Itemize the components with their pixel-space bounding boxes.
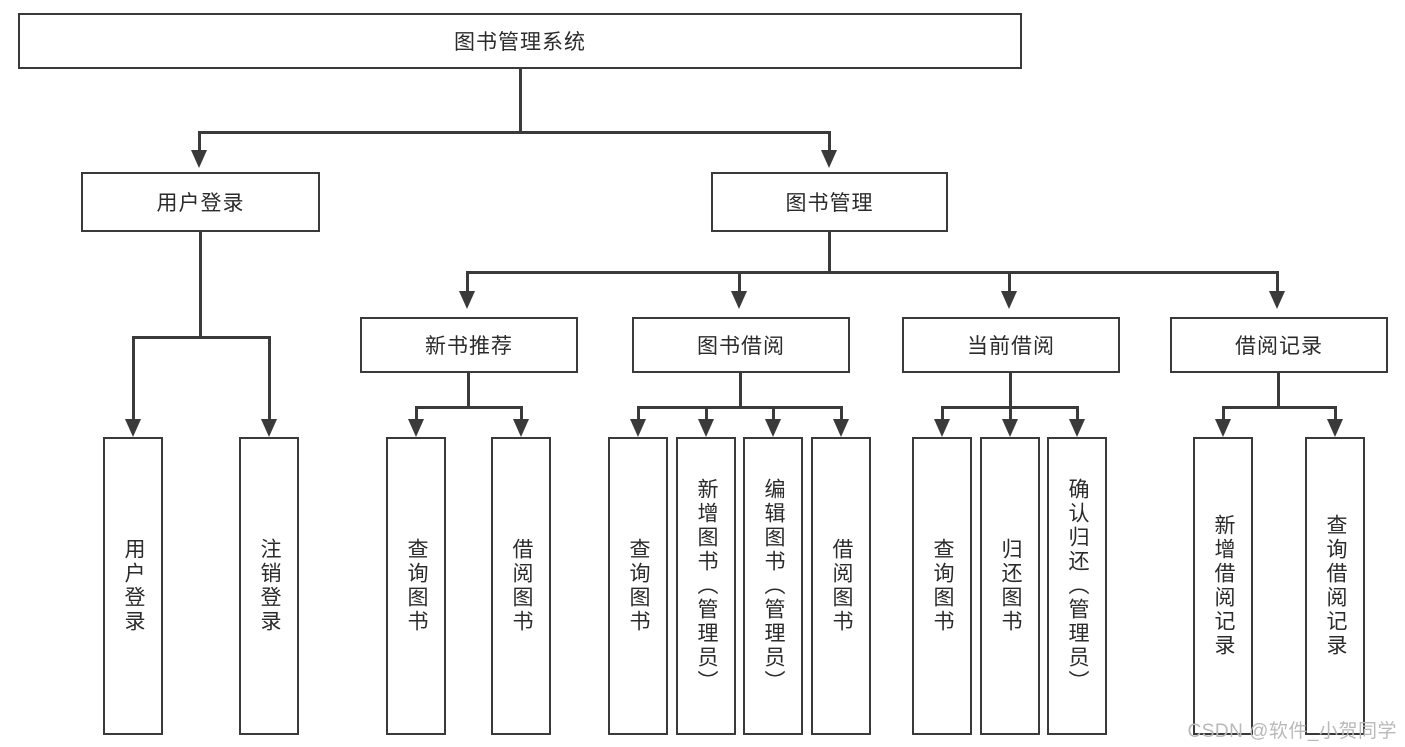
node-label: 用户登录	[122, 538, 146, 634]
arrowhead-to-user-login	[191, 150, 207, 168]
arrowhead-to-book-management	[821, 150, 837, 168]
connector-new-book-stem	[467, 373, 470, 407]
connector-bm-to-new-book	[466, 271, 469, 293]
connector-bm-to-book-borrow	[738, 271, 741, 293]
leaf-user-login-logout[interactable]: 注销登录	[239, 437, 299, 735]
arrowhead-user-login-leaf-2	[261, 419, 277, 437]
node-root-book-management-system[interactable]: 图书管理系统	[18, 13, 1022, 69]
leaf-new-book-query-book[interactable]: 查询图书	[386, 437, 446, 735]
connector-br-to-leaf-2	[1334, 406, 1337, 421]
connector-borrow-record-split-bar	[1222, 406, 1334, 409]
node-borrow-record[interactable]: 借阅记录	[1170, 317, 1388, 373]
connector-user-login-to-leaf-2	[268, 336, 271, 421]
arrowhead-bb-leaf-3	[765, 419, 781, 437]
arrowhead-cb-leaf-1	[934, 419, 950, 437]
arrowhead-bb-leaf-2	[698, 419, 714, 437]
arrowhead-user-login-leaf-1	[125, 419, 141, 437]
leaf-borrow-record-query-record[interactable]: 查询借阅记录	[1305, 437, 1365, 735]
connector-bb-to-leaf-4	[840, 406, 843, 421]
node-label: 新增借阅记录	[1212, 514, 1236, 658]
connector-book-borrow-split-bar	[637, 406, 841, 409]
leaf-current-borrow-return-book[interactable]: 归还图书	[980, 437, 1040, 735]
connector-cb-to-leaf-3	[1076, 406, 1079, 421]
arrowhead-br-leaf-1	[1215, 419, 1231, 437]
leaf-book-borrow-edit-book-admin[interactable]: 编辑图书（管理员）	[743, 437, 803, 735]
arrowhead-cb-leaf-3	[1069, 419, 1085, 437]
node-label: 编辑图书（管理员）	[762, 478, 786, 694]
connector-user-login-stem	[199, 232, 202, 337]
arrowhead-nb-leaf-2	[513, 419, 529, 437]
arrowhead-bm-borrow-record	[1269, 291, 1285, 309]
connector-new-book-split-bar	[415, 406, 520, 409]
node-book-management[interactable]: 图书管理	[711, 172, 948, 232]
node-label: 归还图书	[999, 538, 1023, 634]
node-label: 当前借阅	[967, 335, 1055, 358]
connector-cb-to-leaf-2	[1009, 406, 1012, 421]
connector-root-to-book-management	[828, 131, 831, 153]
node-label: 图书管理	[785, 192, 874, 215]
node-current-borrow[interactable]: 当前借阅	[902, 317, 1120, 373]
arrowhead-bm-new-book	[459, 291, 475, 309]
arrowhead-bm-book-borrow	[731, 291, 747, 309]
connector-nb-to-leaf-1	[415, 406, 418, 421]
node-label: 查询图书	[931, 538, 955, 634]
leaf-current-borrow-confirm-return-admin[interactable]: 确认归还（管理员）	[1047, 437, 1107, 735]
connector-user-login-to-leaf-1	[132, 336, 135, 421]
connector-bb-to-leaf-1	[637, 406, 640, 421]
node-user-login[interactable]: 用户登录	[81, 172, 320, 232]
leaf-user-login-login[interactable]: 用户登录	[103, 437, 163, 735]
node-label: 查询图书	[627, 538, 651, 634]
node-label: 图书借阅	[697, 335, 785, 358]
connector-root-split-bar	[198, 131, 831, 134]
leaf-current-borrow-query-book[interactable]: 查询图书	[912, 437, 972, 735]
connector-root-to-user-login	[198, 131, 201, 153]
connector-book-management-split-bar	[466, 271, 1279, 274]
node-label: 新书推荐	[425, 335, 513, 358]
connector-current-borrow-stem	[1009, 373, 1012, 407]
leaf-book-borrow-borrow-book[interactable]: 借阅图书	[811, 437, 871, 735]
arrowhead-br-leaf-2	[1327, 419, 1343, 437]
leaf-borrow-record-add-record[interactable]: 新增借阅记录	[1193, 437, 1253, 735]
node-label: 图书管理系统	[454, 31, 586, 54]
node-label: 借阅图书	[830, 538, 854, 634]
node-label: 借阅记录	[1235, 335, 1323, 358]
arrowhead-bb-leaf-4	[833, 419, 849, 437]
node-label: 用户登录	[156, 192, 245, 215]
arrowhead-bb-leaf-1	[630, 419, 646, 437]
connector-cb-to-leaf-1	[941, 406, 944, 421]
connector-bm-to-current-borrow	[1008, 271, 1011, 293]
leaf-book-borrow-add-book-admin[interactable]: 新增图书（管理员）	[676, 437, 736, 735]
connector-br-to-leaf-1	[1222, 406, 1225, 421]
node-new-book-recommend[interactable]: 新书推荐	[360, 317, 578, 373]
node-label: 注销登录	[258, 538, 282, 634]
connector-borrow-record-stem	[1277, 373, 1280, 407]
connector-nb-to-leaf-2	[520, 406, 523, 421]
arrowhead-bm-current-borrow	[1001, 291, 1017, 309]
connector-book-borrow-stem	[739, 373, 742, 407]
connector-book-management-stem	[828, 232, 831, 272]
node-label: 确认归还（管理员）	[1066, 478, 1090, 694]
connector-user-login-split-bar	[132, 336, 268, 339]
connector-bb-to-leaf-3	[772, 406, 775, 421]
connector-bm-to-borrow-record	[1276, 271, 1279, 293]
arrowhead-cb-leaf-2	[1002, 419, 1018, 437]
arrowhead-nb-leaf-1	[408, 419, 424, 437]
node-label: 新增图书（管理员）	[695, 478, 719, 694]
connector-root-stem	[519, 69, 522, 132]
watermark: CSDN @软件_小贺同学	[1187, 721, 1397, 742]
node-book-borrow[interactable]: 图书借阅	[632, 317, 850, 373]
connector-bb-to-leaf-2	[705, 406, 708, 421]
node-label: 借阅图书	[510, 538, 534, 634]
leaf-new-book-borrow-book[interactable]: 借阅图书	[491, 437, 551, 735]
leaf-book-borrow-query-book[interactable]: 查询图书	[608, 437, 668, 735]
node-label: 查询借阅记录	[1324, 514, 1348, 658]
node-label: 查询图书	[405, 538, 429, 634]
